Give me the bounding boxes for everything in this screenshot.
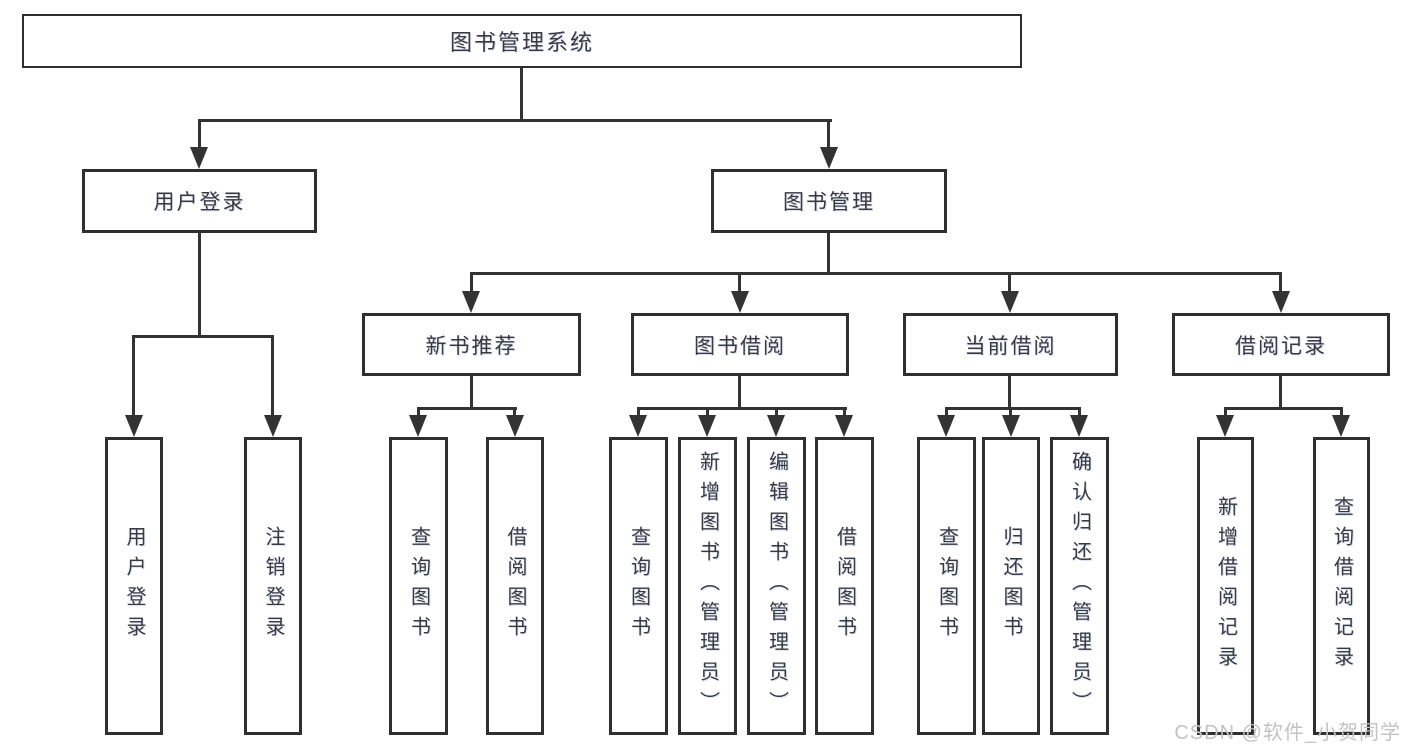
arrowhead-down-icon: [731, 291, 749, 313]
connector-line: [706, 407, 709, 418]
node-label: 用户登录: [153, 191, 246, 214]
node-label: 编辑图书（管理员）: [765, 451, 788, 721]
node-label: 查询图书: [407, 526, 430, 646]
leaf-recommend-borrow-book: 借阅图书: [486, 437, 544, 735]
node-current-borrowing: 当前借阅: [903, 313, 1118, 376]
connector-line: [513, 407, 516, 418]
arrowhead-down-icon: [125, 415, 143, 437]
leaf-borrowing-query-book: 查询图书: [609, 437, 668, 735]
leaf-current-confirm-return-admin: 确认归还（管理员）: [1050, 437, 1109, 735]
node-label: 归还图书: [1000, 526, 1022, 646]
node-user-login: 用户登录: [82, 169, 317, 233]
arrowhead-down-icon: [506, 415, 524, 437]
arrowhead-down-icon: [1070, 415, 1088, 437]
connector-line: [1009, 407, 1012, 418]
arrowhead-down-icon: [462, 291, 480, 313]
node-new-book-recommend: 新书推荐: [362, 313, 581, 376]
arrowhead-down-icon: [190, 147, 208, 169]
node-label: 图书借阅: [694, 334, 786, 358]
node-label: 新增图书（管理员）: [696, 451, 719, 721]
connector-line: [198, 119, 832, 122]
node-label: 借阅记录: [1235, 334, 1327, 358]
connector-line: [1008, 376, 1011, 410]
connector-line: [470, 272, 473, 294]
leaf-current-query-book: 查询图书: [917, 437, 976, 735]
node-label: 查询图书: [935, 526, 958, 646]
connector-line: [417, 407, 420, 418]
arrowhead-down-icon: [629, 415, 647, 437]
leaf-borrowing-borrow-book: 借阅图书: [815, 437, 874, 735]
connector-line: [738, 272, 741, 294]
leaf-borrowing-edit-book-admin: 编辑图书（管理员）: [747, 437, 806, 735]
arrowhead-down-icon: [1001, 291, 1019, 313]
arrowhead-down-icon: [1332, 415, 1350, 437]
connector-line: [1224, 407, 1227, 418]
arrowhead-down-icon: [820, 147, 838, 169]
connector-line: [945, 407, 1081, 410]
connector-line: [417, 407, 517, 410]
arrowhead-down-icon: [767, 415, 785, 437]
connector-line: [1340, 407, 1343, 418]
connector-line: [1279, 376, 1282, 410]
connector-line: [637, 407, 847, 410]
connector-line: [1008, 272, 1011, 294]
node-label: 注销登录: [262, 526, 284, 646]
leaf-current-return-book: 归还图书: [982, 437, 1040, 735]
connector-line: [637, 407, 640, 418]
connector-line: [198, 119, 201, 151]
connector-line: [470, 376, 473, 410]
node-label: 新增借阅记录: [1214, 496, 1237, 676]
arrowhead-down-icon: [698, 415, 716, 437]
connector-line: [1078, 407, 1081, 418]
connector-line: [1279, 272, 1282, 294]
node-label: 新书推荐: [425, 334, 518, 358]
leaf-record-add: 新增借阅记录: [1197, 437, 1254, 735]
arrowhead-down-icon: [264, 415, 282, 437]
connector-line: [1224, 407, 1343, 410]
arrowhead-down-icon: [937, 415, 955, 437]
node-library-system: 图书管理系统: [22, 14, 1022, 68]
connector-line: [132, 335, 135, 417]
connector-line: [198, 233, 201, 337]
node-borrowing-records: 借阅记录: [1172, 313, 1390, 376]
node-label: 查询图书: [627, 526, 650, 646]
connector-line: [520, 68, 523, 121]
node-label: 用户登录: [123, 526, 145, 646]
connector-line: [271, 335, 274, 417]
csdn-watermark: CSDN @软件_小贺同学: [1174, 722, 1401, 744]
node-label: 确认归还（管理员）: [1068, 451, 1091, 721]
leaf-user-login: 用户登录: [105, 437, 163, 735]
leaf-recommend-query-book: 查询图书: [389, 437, 448, 735]
connector-line: [827, 233, 830, 275]
connector-line: [843, 407, 846, 418]
node-label: 借阅图书: [504, 526, 526, 646]
arrowhead-down-icon: [1216, 415, 1234, 437]
node-book-borrowing: 图书借阅: [631, 313, 849, 376]
leaf-record-query: 查询借阅记录: [1313, 437, 1370, 735]
node-label: 图书管理系统: [449, 30, 594, 55]
leaf-logout: 注销登录: [244, 437, 302, 735]
node-label: 当前借阅: [964, 334, 1057, 358]
node-book-management: 图书管理: [711, 169, 947, 233]
arrowhead-down-icon: [409, 415, 427, 437]
arrowhead-down-icon: [1002, 415, 1020, 437]
connector-line: [132, 335, 274, 338]
connector-line: [470, 272, 1282, 275]
connector-line: [827, 119, 830, 151]
leaf-borrowing-add-book-admin: 新增图书（管理员）: [678, 437, 737, 735]
connector-line: [945, 407, 948, 418]
arrowhead-down-icon: [835, 415, 853, 437]
connector-line: [738, 376, 741, 410]
arrowhead-down-icon: [1272, 291, 1290, 313]
node-label: 查询借阅记录: [1330, 496, 1353, 676]
connector-line: [775, 407, 778, 418]
node-label: 借阅图书: [833, 526, 856, 646]
node-label: 图书管理: [783, 191, 875, 214]
